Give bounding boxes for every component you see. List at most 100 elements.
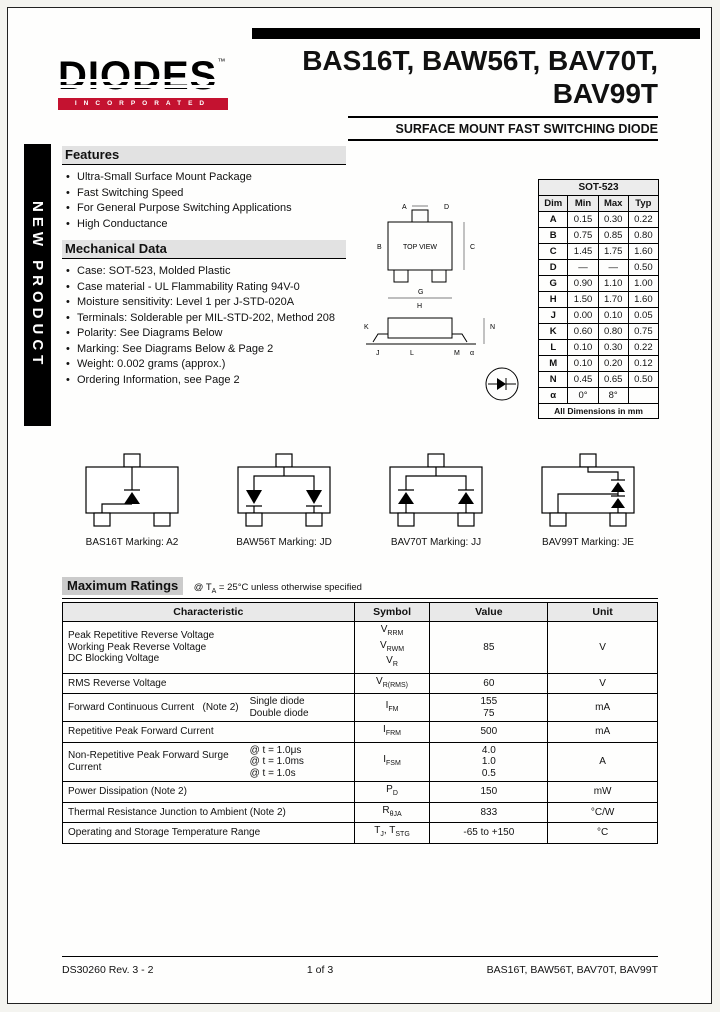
dim-label-c: C xyxy=(470,244,475,251)
logo-trademark: ™ xyxy=(217,57,226,66)
cell-value: 85 xyxy=(429,621,549,674)
sot523-package-icon xyxy=(237,453,331,527)
dim-label-k: K xyxy=(364,324,369,331)
ratings-row: Non-Repetitive Peak Forward Surge Curren… xyxy=(62,741,658,782)
footer-part-numbers: BAS16T, BAW56T, BAV70T, BAV99T xyxy=(486,964,658,976)
cell-characteristic: Operating and Storage Temperature Range xyxy=(62,822,355,844)
cell-unit: mA xyxy=(547,693,658,722)
bullet-item: •Fast Switching Speed xyxy=(66,186,184,199)
ratings-col-unit: Unit xyxy=(547,602,658,622)
logo-stripe xyxy=(58,85,216,88)
dim-label-n: N xyxy=(490,324,495,331)
cell-characteristic: Power Dissipation (Note 2) xyxy=(62,781,355,803)
bullet-item: •Moisture sensitivity: Level 1 per J-STD… xyxy=(66,296,295,308)
bullet-item: •Ordering Information, see Page 2 xyxy=(66,373,240,386)
bullet-item: •Case material - UL Flammability Rating … xyxy=(66,280,300,293)
sot523-package-icon xyxy=(541,453,635,527)
dimension-lines xyxy=(388,205,485,344)
cell-unit: °C/W xyxy=(547,801,658,823)
bullet-item: •Weight: 0.002 grams (approx.) xyxy=(66,358,226,370)
dim-label-a: A xyxy=(402,204,407,211)
dual-diode-common-anode-symbol xyxy=(246,467,322,513)
dimension-labels: A D B C G H K J L M N α TOP VIEW xyxy=(364,204,495,357)
maximum-ratings-heading: Maximum Ratings xyxy=(62,577,184,595)
cell-symbol: IFSM xyxy=(353,741,431,782)
package-dimension-drawing: A D B C G H K J L M N α TOP VIEW xyxy=(364,204,519,401)
bullet-item: •Marking: See Diagrams Below & Page 2 xyxy=(66,342,274,355)
ratings-row: Forward Continuous Current (Note 2)Singl… xyxy=(62,693,658,722)
cell-unit: °C xyxy=(547,822,658,844)
dim-label-b: B xyxy=(377,244,382,251)
cell-symbol: VR(RMS) xyxy=(353,672,431,694)
maximum-ratings-table: Characteristic Symbol Value Unit Peak Re… xyxy=(62,602,658,844)
cell-value: 833 xyxy=(429,801,549,823)
new-product-banner: NEW PRODUCT xyxy=(24,144,51,426)
dim-table-footer: All Dimensions in mm xyxy=(538,403,659,419)
marking-label: BAV70T Marking: JJ xyxy=(390,537,482,548)
dim-label-m: M xyxy=(454,350,460,357)
cell-characteristic: Thermal Resistance Junction to Ambient (… xyxy=(62,801,355,823)
cell-characteristic: RMS Reverse Voltage xyxy=(62,672,355,694)
ratings-row: Thermal Resistance Junction to Ambient (… xyxy=(62,801,658,823)
features-section: Features •Ultra-Small Surface Mount Pack… xyxy=(62,146,346,232)
page-footer: DS30260 Rev. 3 - 2 1 of 3 BAS16T, BAW56T… xyxy=(62,956,658,976)
cell-symbol: TJ, TSTG xyxy=(353,822,431,844)
mechanical-data-list: •Case: SOT-523, Molded Plastic •Case mate… xyxy=(62,264,346,388)
cell-symbol: IFRM xyxy=(353,721,431,743)
marking-label: BAW56T Marking: JD xyxy=(236,537,332,548)
dim-row: D——0.50 xyxy=(537,259,660,276)
brand-logo: DIODES™ INCORPORATED xyxy=(58,56,234,110)
cell-value: 500 xyxy=(429,721,549,743)
footer-doc-rev: DS30260 Rev. 3 - 2 xyxy=(62,964,154,976)
marking-figure-bav70t: BAV70T Marking: JJ xyxy=(366,452,506,548)
ratings-col-value: Value xyxy=(429,602,549,622)
single-diode-symbol xyxy=(101,467,140,513)
features-list: •Ultra-Small Surface Mount Package •Fast … xyxy=(62,170,346,232)
title-line-2: BAV99T xyxy=(552,78,658,109)
cell-unit: mA xyxy=(547,721,658,743)
dim-col-dim: Dim xyxy=(537,195,569,212)
bullet-item: •Ultra-Small Surface Mount Package xyxy=(66,171,252,183)
cell-unit: V xyxy=(547,672,658,694)
bullet-item: •For General Purpose Switching Applicati… xyxy=(66,202,292,214)
bullet-item: •Polarity: See Diagrams Below xyxy=(66,327,223,339)
page-title: BAS16T, BAW56T, BAV70T, BAV99T xyxy=(302,44,658,110)
dim-col-typ: Typ xyxy=(627,195,660,212)
maximum-ratings-note: @ TA = 25°C unless otherwise specified xyxy=(193,582,362,595)
mechanical-data-heading: Mechanical Data xyxy=(62,240,346,259)
ratings-col-symbol: Symbol xyxy=(353,602,431,622)
dual-diode-series-symbol xyxy=(557,467,625,513)
logo-stripe xyxy=(58,79,216,82)
cell-value: -65 to +150 xyxy=(429,822,549,844)
dim-col-min: Min xyxy=(567,195,599,212)
cell-characteristic: Non-Repetitive Peak Forward Surge Curren… xyxy=(62,741,355,782)
bullet-item: •High Conductance xyxy=(66,217,168,230)
marking-figure-baw56t: BAW56T Marking: JD xyxy=(214,452,354,548)
top-view-label: TOP VIEW xyxy=(403,244,437,251)
cell-characteristic: Forward Continuous Current (Note 2)Singl… xyxy=(62,693,355,722)
dim-label-alpha: α xyxy=(470,350,474,357)
marking-label: BAV99T Marking: JE xyxy=(542,537,634,548)
cell-value: 60 xyxy=(429,672,549,694)
dim-table-title: SOT-523 xyxy=(538,179,659,196)
logo-wordmark-row: DIODES™ xyxy=(58,56,225,96)
marking-diagrams: BAS16T Marking: A2 BAW56T Marking: JD xyxy=(62,452,658,548)
bullet-item: •Case: SOT-523, Molded Plastic xyxy=(66,265,231,277)
cell-unit: A xyxy=(547,741,658,782)
